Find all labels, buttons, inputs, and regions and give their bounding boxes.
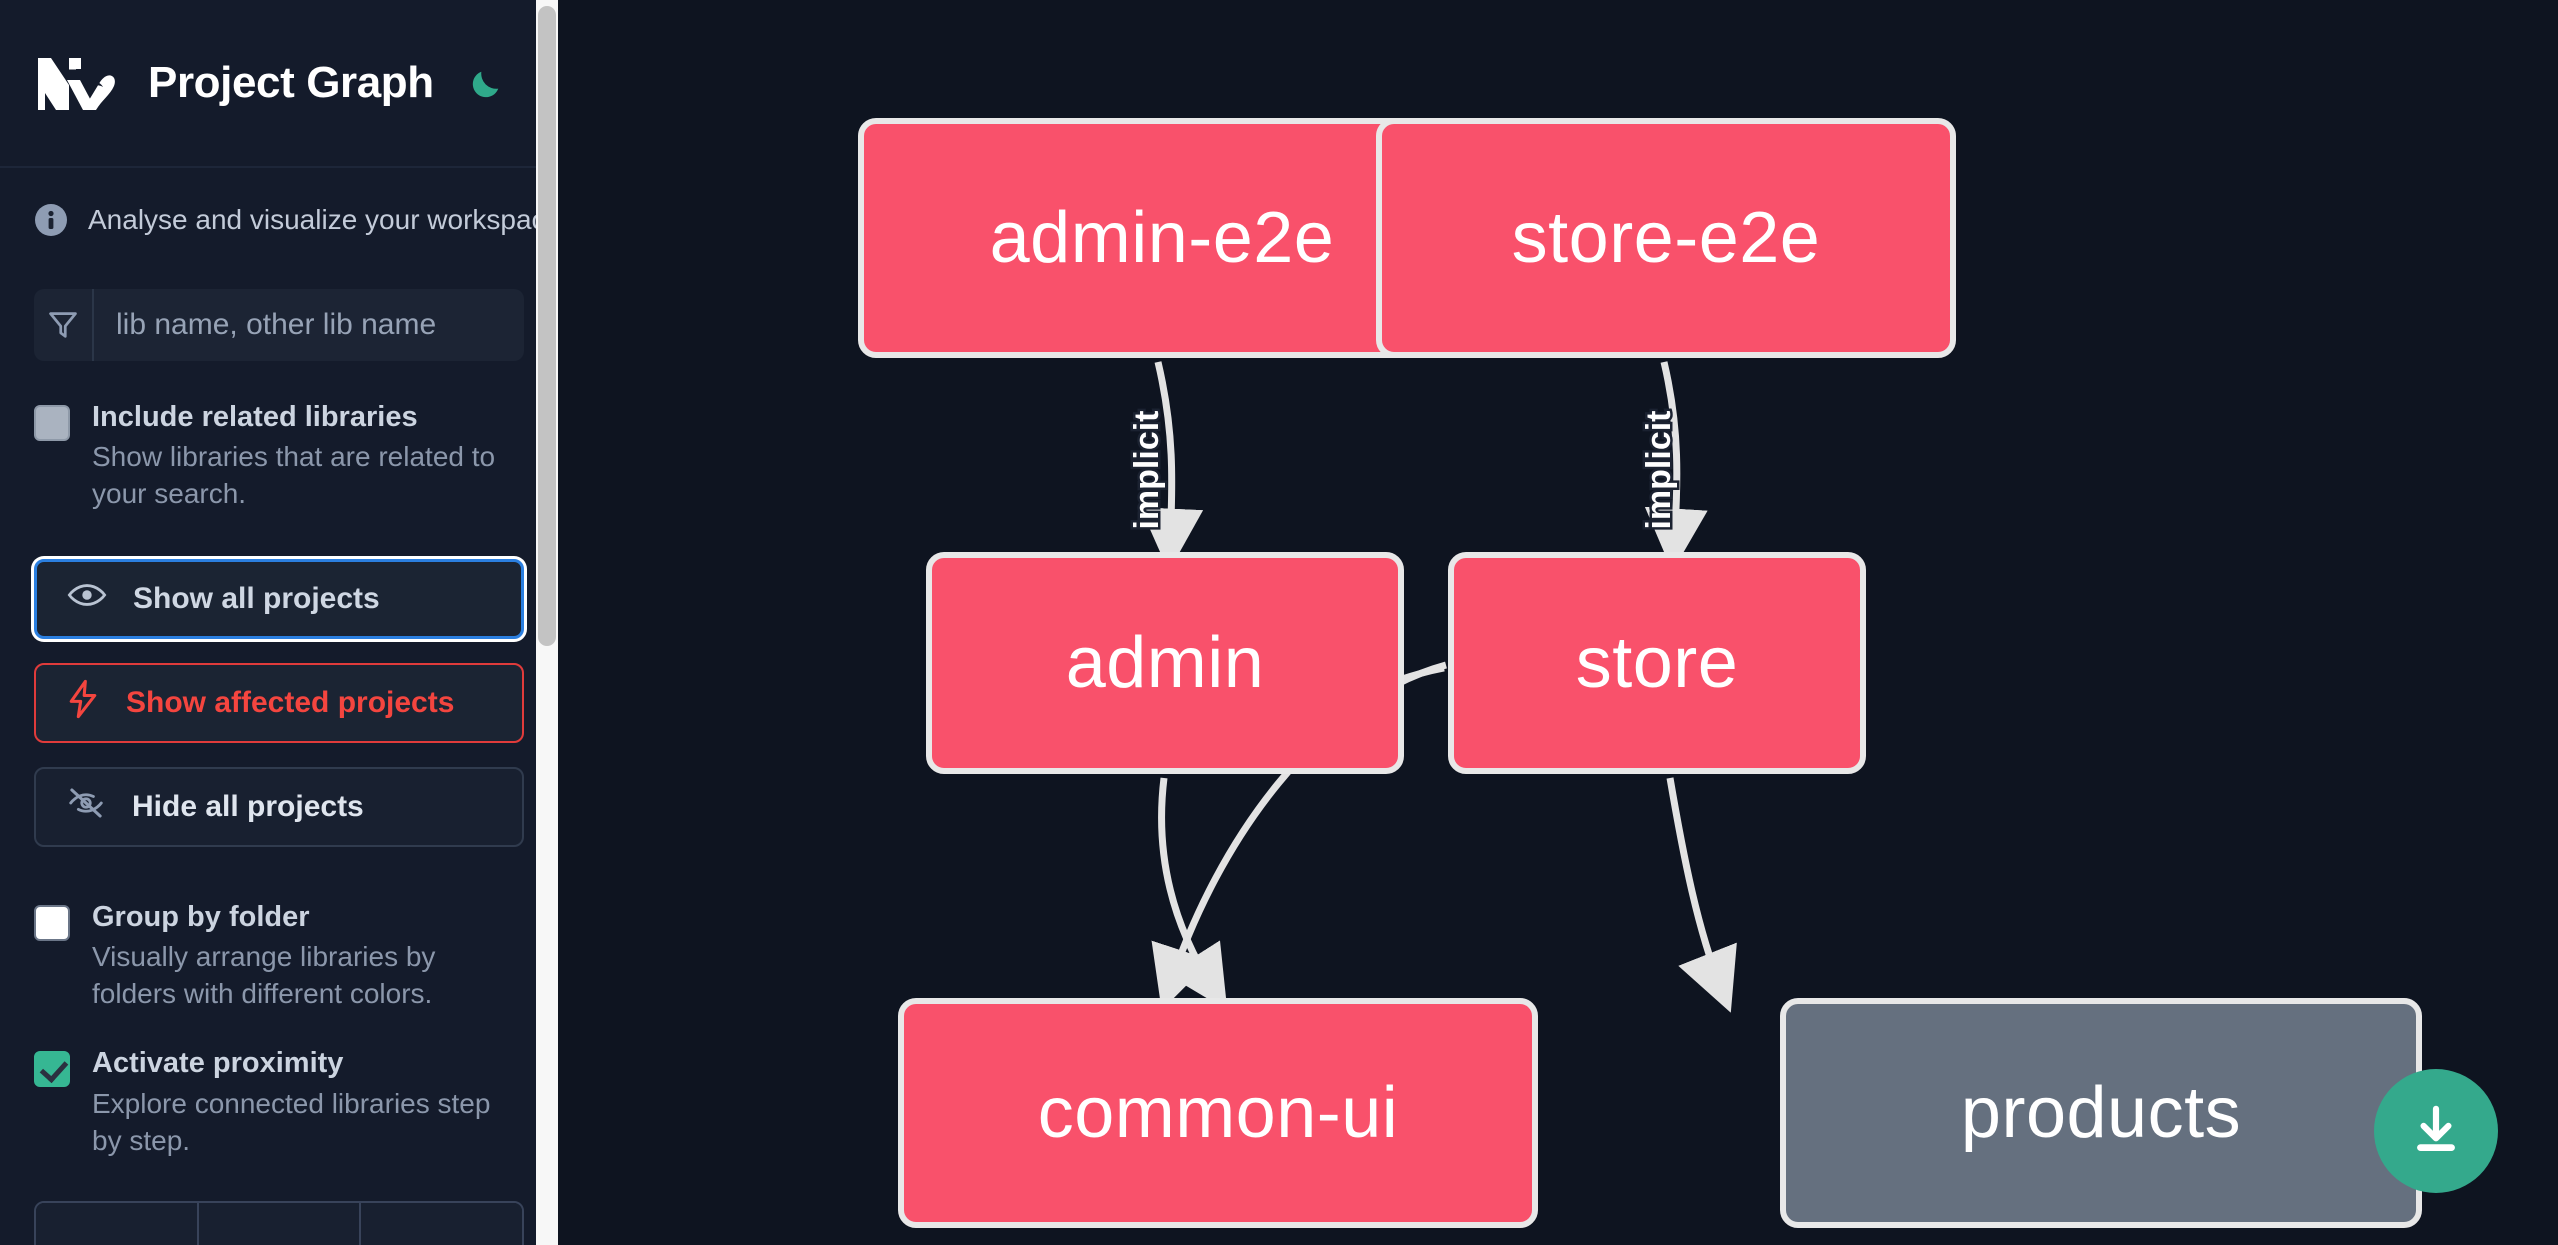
graph-node-common-ui[interactable]: common-ui	[898, 998, 1538, 1228]
button-label: Show affected projects	[126, 686, 455, 720]
funnel-filter-icon	[34, 289, 94, 361]
node-label: store	[1575, 623, 1739, 703]
svg-text:implicit: implicit	[1640, 410, 1678, 529]
graph-canvas[interactable]: implicit implicit admin-e2e store-e2e ad…	[558, 0, 2558, 1245]
info-icon	[34, 203, 68, 237]
checkbox-activate-proximity[interactable]: Activate proximity Explore connected lib…	[34, 1045, 524, 1159]
eye-icon	[67, 580, 107, 618]
sidebar: Project Graph Analyse and visualize your…	[0, 0, 558, 1245]
checkbox-label: Activate proximity	[92, 1047, 344, 1080]
sidebar-scrollbar-thumb[interactable]	[538, 6, 556, 646]
project-visibility-buttons: Show all projects Show affected projects	[34, 559, 524, 848]
hide-all-projects-button[interactable]: Hide all projects	[34, 767, 524, 848]
graph-node-store-e2e[interactable]: store-e2e	[1376, 118, 1956, 358]
graph-edges: implicit implicit	[1126, 361, 1737, 1013]
checkbox-group-by-folder[interactable]: Group by folder Visually arrange librari…	[34, 899, 524, 1013]
edge-store-e2e-to-store	[1644, 361, 1708, 572]
edge-admin-e2e-to-admin	[1140, 361, 1204, 572]
segment-3[interactable]	[361, 1203, 522, 1245]
node-label: admin	[1065, 623, 1265, 703]
node-label: store-e2e	[1511, 198, 1821, 278]
graph-node-products[interactable]: products	[1780, 998, 2422, 1228]
checkbox-label: Group by folder	[92, 901, 310, 934]
nx-logo-icon	[34, 52, 118, 114]
checkbox-description: Explore connected libraries step by step…	[92, 1087, 491, 1156]
download-graph-button[interactable]	[2374, 1069, 2498, 1193]
node-label: products	[1960, 1073, 2242, 1153]
graph-node-admin[interactable]: admin	[926, 552, 1404, 774]
edge-admin-to-common-ui	[1158, 777, 1228, 1011]
eye-off-icon	[66, 787, 106, 827]
checkbox-include-related-libraries[interactable]: Include related libraries Show libraries…	[34, 399, 524, 513]
filter-bar	[34, 289, 524, 361]
graph-node-admin-e2e[interactable]: admin-e2e	[858, 118, 1466, 358]
edge-label-implicit-store: implicit	[1638, 408, 1681, 532]
moon-icon[interactable]	[464, 60, 510, 106]
node-label: admin-e2e	[989, 198, 1335, 278]
button-label: Hide all projects	[132, 790, 364, 824]
checkbox-description: Visually arrange libraries by folders wi…	[92, 941, 436, 1010]
checkbox-description: Show libraries that are related to your …	[92, 441, 496, 510]
activate-proximity-checkbox[interactable]	[34, 1051, 70, 1088]
segment-2[interactable]	[198, 1203, 362, 1245]
svg-text:implicit: implicit	[1128, 410, 1166, 529]
tagline-text: Analyse and visualize your workspace.	[88, 204, 558, 235]
graph-node-store[interactable]: store	[1448, 552, 1866, 774]
show-affected-projects-button[interactable]: Show affected projects	[34, 663, 524, 744]
page-title: Project Graph	[148, 58, 434, 107]
search-input[interactable]	[94, 289, 524, 361]
proximity-segmented-control[interactable]	[34, 1201, 524, 1245]
sidebar-body: Analyse and visualize your workspace. In…	[0, 203, 558, 1159]
show-all-projects-button[interactable]: Show all projects	[34, 559, 524, 640]
node-label: common-ui	[1037, 1073, 1399, 1153]
group-by-folder-checkbox[interactable]	[34, 905, 70, 942]
edge-label-implicit-admin: implicit	[1126, 408, 1169, 532]
segment-1[interactable]	[36, 1203, 199, 1245]
checkbox-label: Include related libraries	[92, 401, 418, 433]
sidebar-scrollbar-track[interactable]	[536, 0, 558, 1245]
button-label: Show all projects	[133, 582, 380, 616]
edge-store-to-products	[1666, 777, 1737, 1013]
include-related-libraries-checkbox[interactable]	[34, 405, 70, 441]
sidebar-header: Project Graph	[0, 0, 558, 168]
lightning-bolt-icon	[66, 679, 100, 727]
download-icon	[2405, 1098, 2467, 1165]
workspace-tagline: Analyse and visualize your workspace.	[34, 203, 558, 237]
